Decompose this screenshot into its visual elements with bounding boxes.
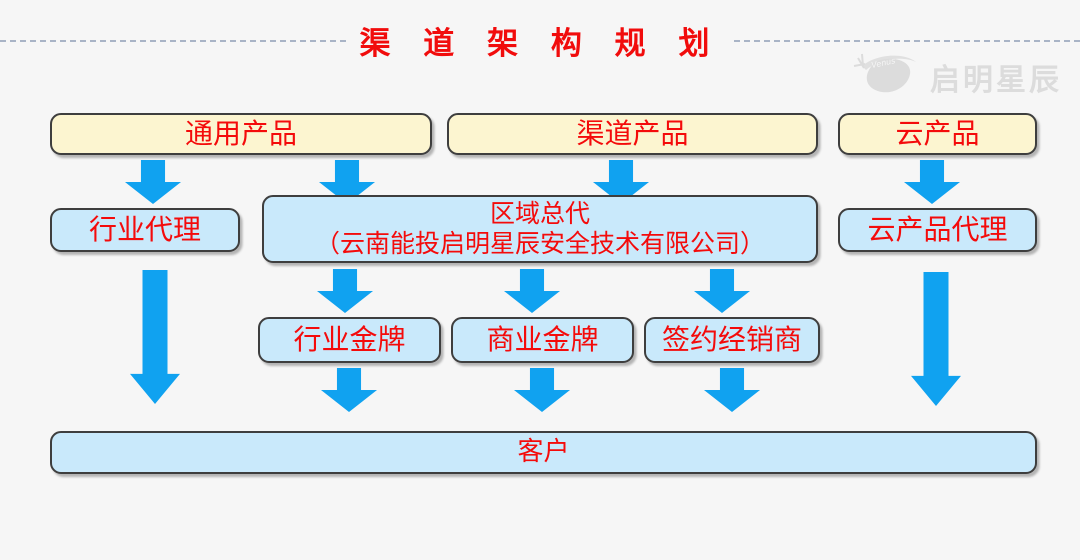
- box-channel-products: 渠道产品: [447, 113, 818, 155]
- venustech-logo: Venus 启明星辰: [850, 52, 1062, 102]
- down-arrow-icon-generic-to-industry-agent: [125, 160, 181, 204]
- box-label: 通用产品: [184, 117, 297, 151]
- box-label: 商业金牌: [486, 323, 599, 357]
- box-customer: 客户: [50, 431, 1037, 474]
- box-cloud-product-agent: 云产品代理: [838, 208, 1037, 252]
- down-arrow-icon-cloud-agent-to-customer: [911, 272, 961, 406]
- down-arrow-icon-commercial-gold-to-customer: [514, 368, 570, 412]
- down-arrow-icon-cloud-to-cloud-agent: [904, 160, 960, 204]
- box-cloud-products: 云产品: [838, 113, 1037, 155]
- down-arrow-icon-industry-gold-to-customer: [321, 368, 377, 412]
- down-arrow-icon-industry-agent-to-customer: [130, 270, 180, 404]
- box-label: 行业代理: [88, 213, 201, 247]
- box-sublabel: （云南能投启明星辰安全技术有限公司）: [314, 229, 765, 258]
- down-arrow-icon-regional-to-commercial-gold: [504, 269, 560, 313]
- box-commercial-gold: 商业金牌: [451, 317, 634, 363]
- down-arrow-icon-dealer-to-customer: [704, 368, 760, 412]
- box-label: 行业金牌: [293, 323, 406, 357]
- box-label: 客户: [517, 436, 570, 467]
- box-contracted-dealer: 签约经销商: [644, 317, 820, 363]
- box-industry-agent: 行业代理: [50, 208, 240, 252]
- box-industry-gold: 行业金牌: [258, 317, 441, 363]
- box-label: 签约经销商: [661, 323, 802, 357]
- box-regional-distributor: 区域总代 （云南能投启明星辰安全技术有限公司）: [262, 195, 818, 263]
- box-label: 渠道产品: [576, 117, 689, 151]
- venus-swoosh-icon: Venus: [850, 52, 924, 102]
- down-arrow-icon-regional-to-dealer: [694, 269, 750, 313]
- box-label: 云产品: [895, 117, 980, 151]
- box-label: 区域总代: [489, 199, 590, 228]
- down-arrow-icon-regional-to-industry-gold: [317, 269, 373, 313]
- title-band: 渠 道 架 构 规 划: [0, 18, 1080, 63]
- divider-line-left: [0, 39, 346, 42]
- box-label: 云产品代理: [867, 213, 1008, 247]
- box-generic-products: 通用产品: [50, 113, 432, 155]
- divider-line-right: [734, 39, 1080, 42]
- page-title: 渠 道 架 构 规 划: [359, 26, 721, 62]
- logo-text: 启明星辰: [930, 63, 1062, 98]
